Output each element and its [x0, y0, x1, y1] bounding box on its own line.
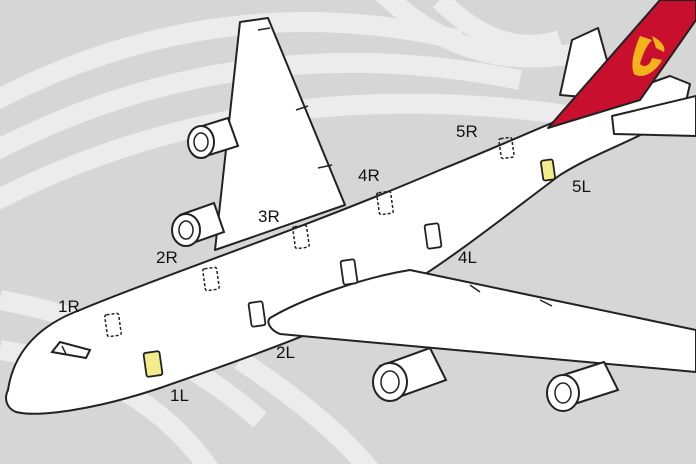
- label-5l: 5L: [572, 177, 591, 196]
- fuselage: [5, 75, 691, 415]
- engine-left-inner: [372, 346, 448, 402]
- door-1l[interactable]: [142, 350, 164, 378]
- door-3r[interactable]: [292, 224, 310, 250]
- right-wing: [214, 17, 346, 251]
- label-2r: 2R: [156, 248, 178, 267]
- label-3r: 3R: [258, 207, 280, 226]
- door-3l[interactable]: [339, 258, 359, 286]
- cockpit-windows: [50, 340, 92, 360]
- door-4r[interactable]: [376, 190, 394, 216]
- door-2l[interactable]: [247, 300, 267, 328]
- tail-fin: [547, 0, 696, 129]
- label-5r: 5R: [456, 122, 478, 141]
- engine-left-outer: [546, 360, 620, 412]
- door-4l[interactable]: [423, 222, 443, 250]
- door-5l[interactable]: [540, 158, 556, 182]
- door-1r[interactable]: [104, 312, 122, 338]
- engine-right-outer: [187, 116, 240, 159]
- left-wing: [267, 269, 696, 373]
- door-2r[interactable]: [202, 266, 220, 292]
- label-1l: 1L: [170, 386, 189, 405]
- door-5r[interactable]: [498, 136, 515, 160]
- label-4r: 4R: [358, 166, 380, 185]
- engine-right-inner: [171, 201, 226, 247]
- label-1r: 1R: [58, 297, 80, 316]
- label-4l: 4L: [458, 248, 477, 267]
- label-2l: 2L: [276, 343, 295, 362]
- horizontal-stabilizer-left: [611, 95, 696, 137]
- phoenix-logo-icon: [632, 36, 665, 77]
